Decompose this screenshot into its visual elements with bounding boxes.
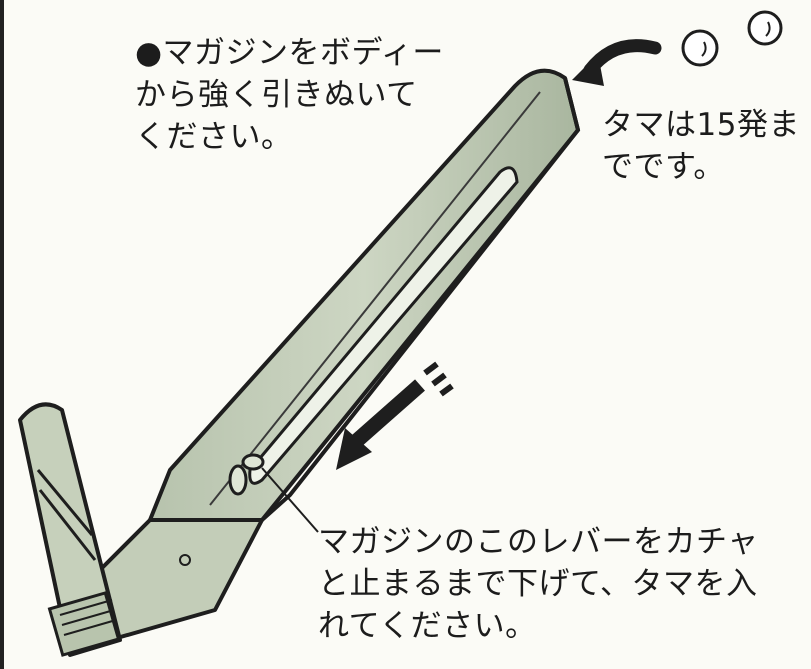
leader-line <box>261 467 319 533</box>
ball-icon <box>681 10 783 67</box>
arrow-icon <box>572 39 662 86</box>
ammo-capacity-text: タマは15発ま でです。 <box>602 107 800 185</box>
down-arrow-icon <box>336 361 454 470</box>
page-border <box>0 0 4 669</box>
magazine-base <box>18 402 264 657</box>
remove-magazine-text: ●マガジンをボディー から強く引きぬいて ください。 <box>135 35 444 155</box>
lever-instruction-text: マガジンのこのレバーをカチャ と止まるまで下げて、タマを入 れてください。 <box>318 524 759 644</box>
